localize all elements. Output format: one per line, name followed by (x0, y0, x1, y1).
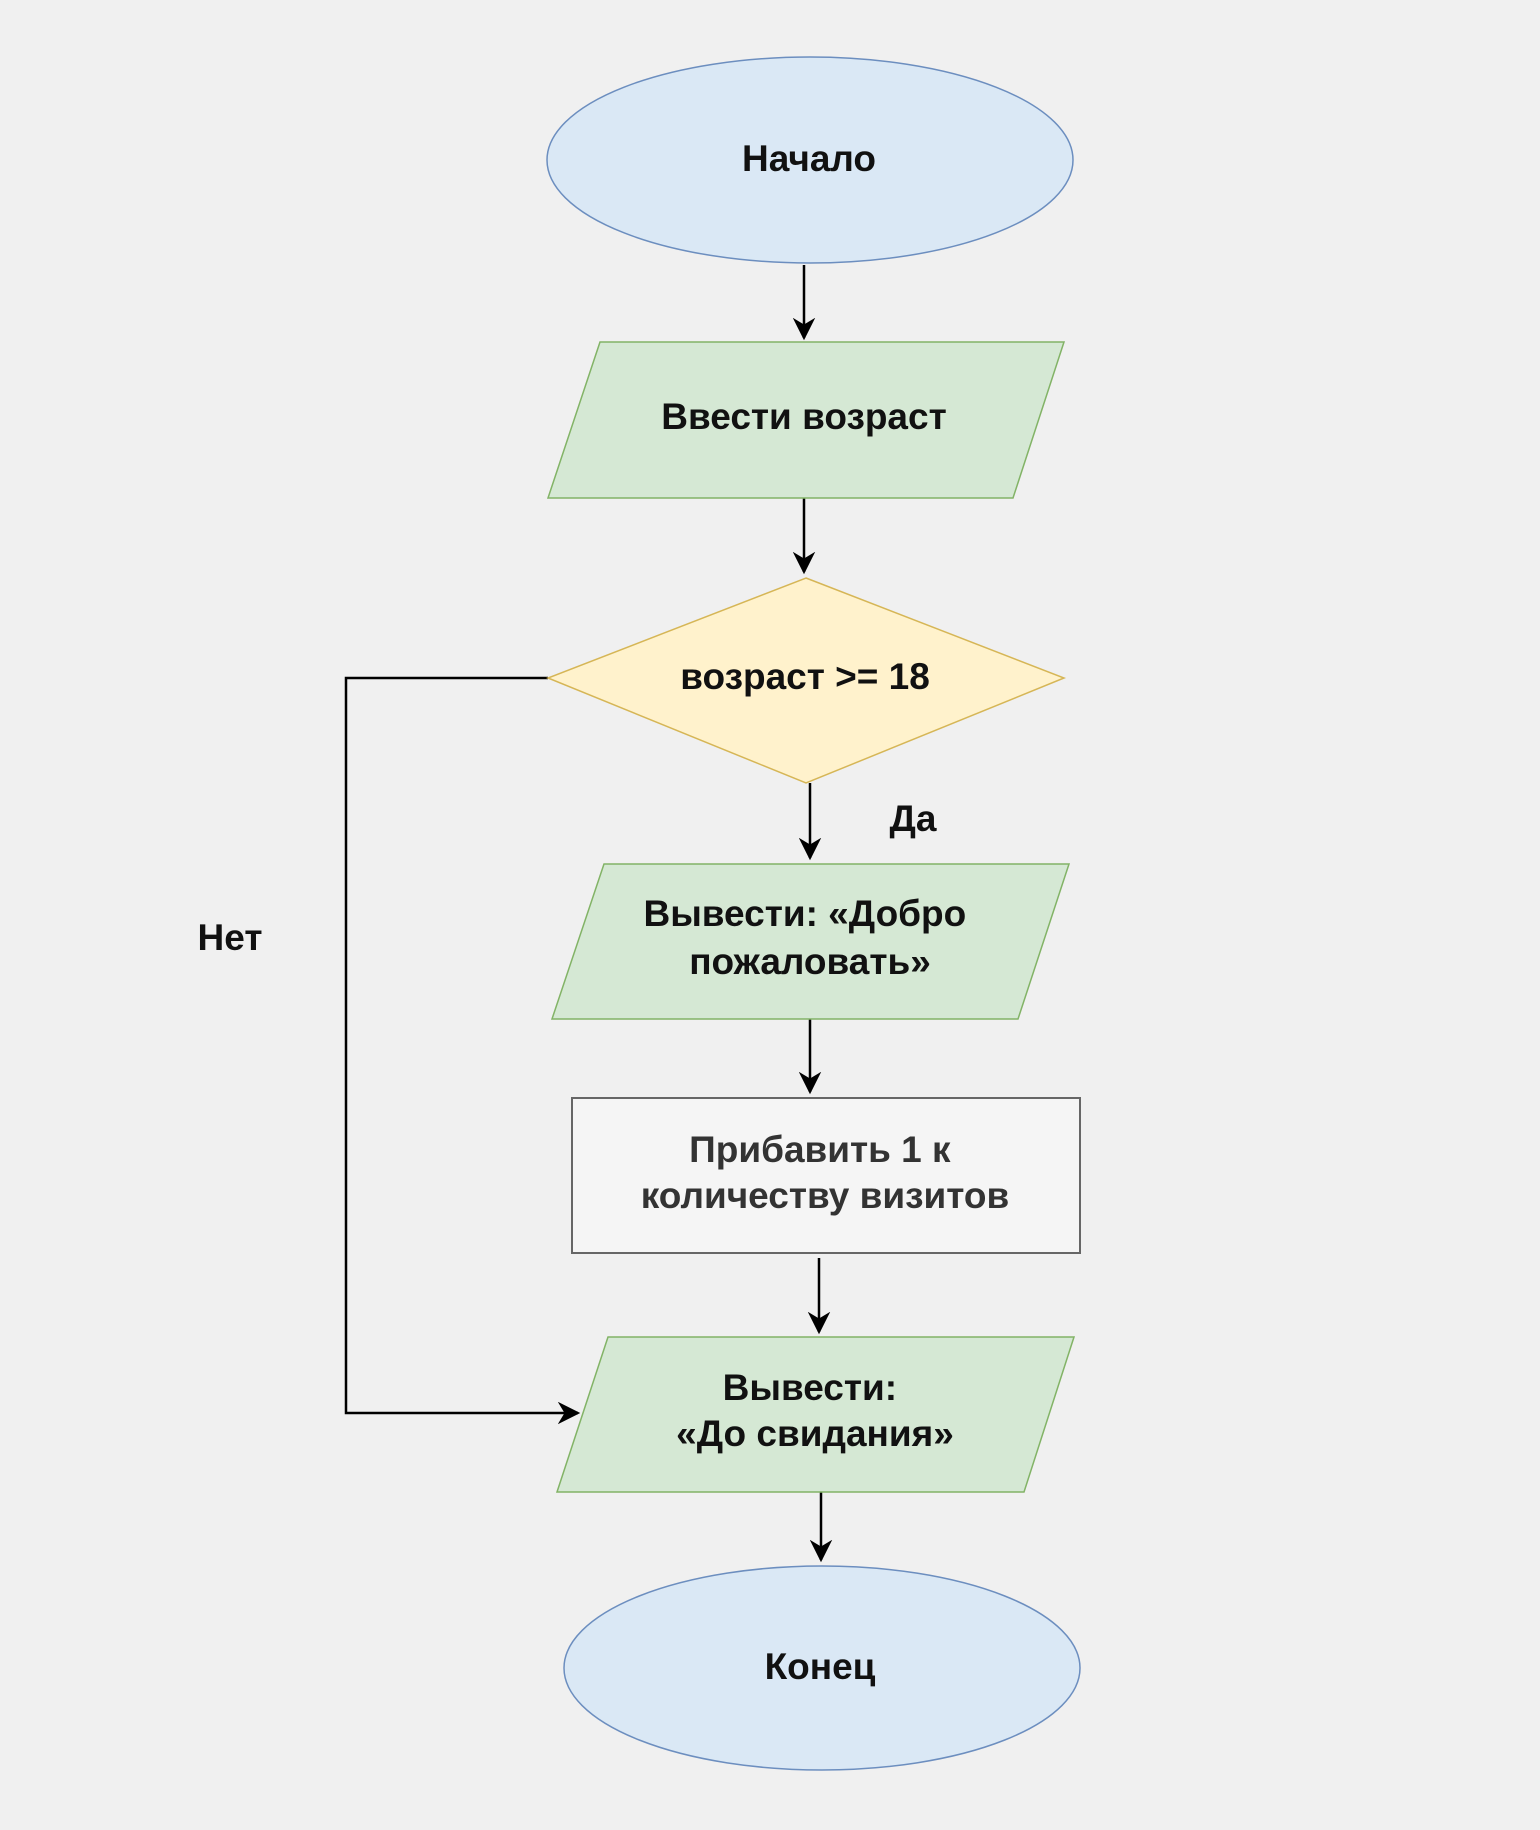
output-goodbye-node: Вывести: «До свидания» (555, 1336, 1076, 1493)
output-welcome-line-1: Вывести: «Добро (643, 893, 966, 934)
increment-rect (571, 1097, 1081, 1254)
output-goodbye-line-1: Вывести: (723, 1367, 897, 1408)
edge-decision-no (344, 676, 581, 1425)
output-welcome-shape (550, 863, 1071, 1020)
end-node: Конец (563, 1565, 1081, 1771)
increment-label: Прибавить 1 к количеству визитов (641, 1129, 1010, 1216)
input-age-node: Ввести возраст (546, 341, 1066, 499)
input-age-label: Ввести возраст (661, 396, 946, 437)
decision-node: возраст >= 18 (545, 577, 1067, 784)
no-label: Нет (198, 917, 263, 958)
increment-line-1: Прибавить 1 к (689, 1129, 951, 1170)
output-welcome-label: Вывести: «Добро пожаловать» (643, 893, 976, 982)
increment-node: Прибавить 1 к количеству визитов (571, 1097, 1081, 1254)
output-goodbye-shape (555, 1336, 1076, 1493)
output-welcome-line-2: пожаловать» (689, 941, 931, 982)
decision-label: возраст >= 18 (680, 656, 930, 697)
start-label: Начало (742, 138, 876, 179)
end-label: Конец (765, 1646, 876, 1687)
decision-diamond (545, 577, 1067, 784)
end-ellipse (563, 1565, 1081, 1771)
output-welcome-node: Вывести: «Добро пожаловать» (550, 863, 1071, 1020)
start-node: Начало (546, 56, 1074, 264)
yes-label: Да (890, 798, 937, 839)
output-goodbye-line-2: «До свидания» (676, 1413, 954, 1454)
start-ellipse (546, 56, 1074, 264)
increment-line-2: количеству визитов (641, 1175, 1010, 1216)
output-goodbye-label: Вывести: «До свидания» (676, 1367, 954, 1454)
input-age-shape (546, 341, 1066, 499)
